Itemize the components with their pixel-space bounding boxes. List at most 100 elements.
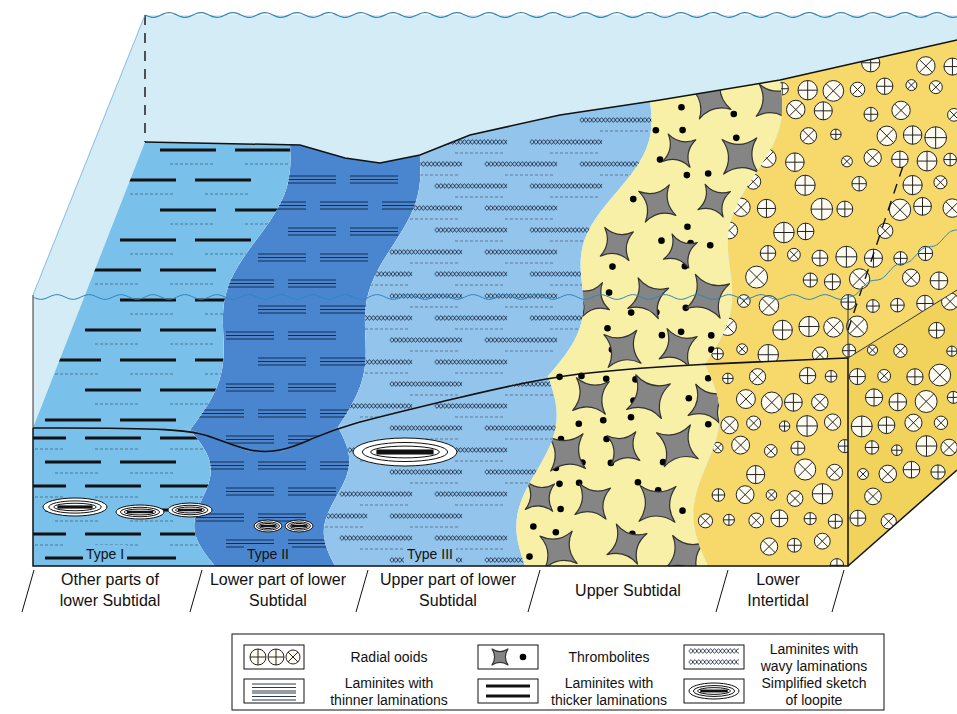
- illustration-circle: [878, 369, 891, 382]
- faint-lamination: [20, 449, 65, 450]
- zone-separator: [356, 570, 368, 612]
- radial-ooid: [757, 199, 775, 217]
- wavy-lamination: [435, 536, 507, 540]
- illustration-circle: [737, 295, 750, 308]
- wavy-lamination: [689, 660, 739, 664]
- illustration-path: [865, 441, 878, 454]
- illustration-path: [738, 345, 746, 353]
- illustration-circle: [941, 439, 957, 455]
- illustration-path: [829, 467, 840, 478]
- faint-lamination: [245, 164, 290, 165]
- zone-label-box: Other parts of lower Subtidal: [40, 569, 180, 613]
- illustration-path: [812, 250, 828, 266]
- radial-ooid: [934, 416, 947, 429]
- illustration-circle: [903, 126, 921, 144]
- illustration-path: [721, 321, 733, 333]
- thrombolite-clot: [525, 482, 554, 511]
- illustration-circle: [719, 318, 737, 336]
- wavy-lamination: [390, 470, 462, 474]
- illustration-path: [932, 367, 947, 382]
- radial-ooid: [943, 199, 957, 217]
- thin-lamination: [320, 205, 368, 206]
- illustration-path: [831, 129, 841, 139]
- wavy-lamination: [485, 338, 557, 342]
- thin-lamination: [196, 521, 244, 522]
- illustration-path: [849, 369, 865, 385]
- radial-ooid: [903, 126, 921, 144]
- illustration-path: [903, 461, 920, 478]
- thin-lamination: [320, 209, 368, 210]
- illustration-circle: [732, 198, 750, 216]
- radial-ooid: [889, 199, 910, 220]
- thick-lamination: [45, 358, 101, 361]
- radial-ooid: [941, 439, 957, 455]
- radial-ooid: [721, 222, 738, 239]
- radial-ooid: [760, 245, 775, 260]
- radial-ooid: [849, 369, 865, 385]
- water-edge: [33, 295, 848, 428]
- illustration-path: [936, 418, 945, 427]
- thrombolite-clot: [607, 432, 640, 465]
- thrombolite-dot: [630, 196, 637, 203]
- radial-ooid: [944, 153, 957, 166]
- thick-lamination: [10, 436, 66, 439]
- illustration-rect: [260, 525, 275, 528]
- thick-lamination: [160, 208, 216, 211]
- thin-lamination: [288, 332, 336, 333]
- thrombolite-clot: [657, 425, 699, 467]
- illustration-rect: [376, 449, 433, 454]
- radial-ooid: [747, 466, 765, 484]
- illustration-circle: [867, 345, 877, 355]
- illustration-path: [762, 299, 776, 313]
- illustration-circle: [889, 393, 907, 411]
- thin-lamination: [320, 361, 368, 362]
- illustration-circle: [746, 266, 768, 288]
- thin-lamination: [258, 358, 306, 359]
- illustration-path: [804, 513, 816, 525]
- seafloor-back-edge: [145, 40, 957, 163]
- illustration-circle: [947, 346, 957, 356]
- faint-lamination: [600, 131, 650, 132]
- illustration-circle: [892, 445, 903, 456]
- zone-label: Lower Intertidal: [728, 570, 828, 612]
- wavy-lamination: [435, 492, 507, 496]
- wavy-lamination: [485, 162, 557, 166]
- wavy-lamination: [340, 536, 412, 540]
- thin-lamination: [196, 413, 244, 414]
- radial-ooid: [811, 198, 833, 220]
- zone-label: Upper part of lower Subtidal: [378, 570, 518, 612]
- illustration-ellipse: [285, 520, 313, 532]
- illustration-circle: [757, 199, 775, 217]
- illustration-path: [757, 199, 775, 217]
- thin-lamination: [320, 202, 368, 203]
- radial-ooid: [892, 101, 910, 119]
- illustration-rect: [291, 525, 306, 528]
- illustration-circle: [812, 394, 829, 411]
- wavy-lamination: [689, 660, 739, 664]
- illustration-circle: [774, 222, 795, 243]
- illustration-circle: [814, 102, 832, 120]
- illustration-ellipse: [257, 522, 280, 530]
- thin-lamination: [252, 693, 296, 694]
- radial-ooid: [903, 461, 920, 478]
- illustration-path: [892, 202, 907, 217]
- thin-lamination: [226, 540, 274, 541]
- thrombolite-clot: [659, 329, 697, 367]
- faint-lamination: [130, 569, 175, 570]
- faint-lamination: [130, 254, 175, 255]
- zone-label-box: Lower part of lower Subtidal: [208, 569, 348, 613]
- thin-lamination: [196, 469, 244, 470]
- type-label: Type III: [404, 545, 456, 563]
- thin-lamination: [288, 287, 336, 288]
- illustration-circle: [862, 54, 880, 72]
- faint-lamination: [455, 329, 505, 330]
- radial-ooid: [773, 320, 793, 340]
- illustration-circle: [934, 176, 947, 189]
- radial-ooid: [948, 109, 957, 122]
- radial-ooid: [787, 100, 805, 118]
- illustration-path: [814, 102, 832, 120]
- illustration-path: [918, 246, 932, 260]
- illustration-circle: [795, 459, 816, 480]
- radial-ooid: [903, 175, 922, 194]
- faint-lamination: [505, 351, 555, 352]
